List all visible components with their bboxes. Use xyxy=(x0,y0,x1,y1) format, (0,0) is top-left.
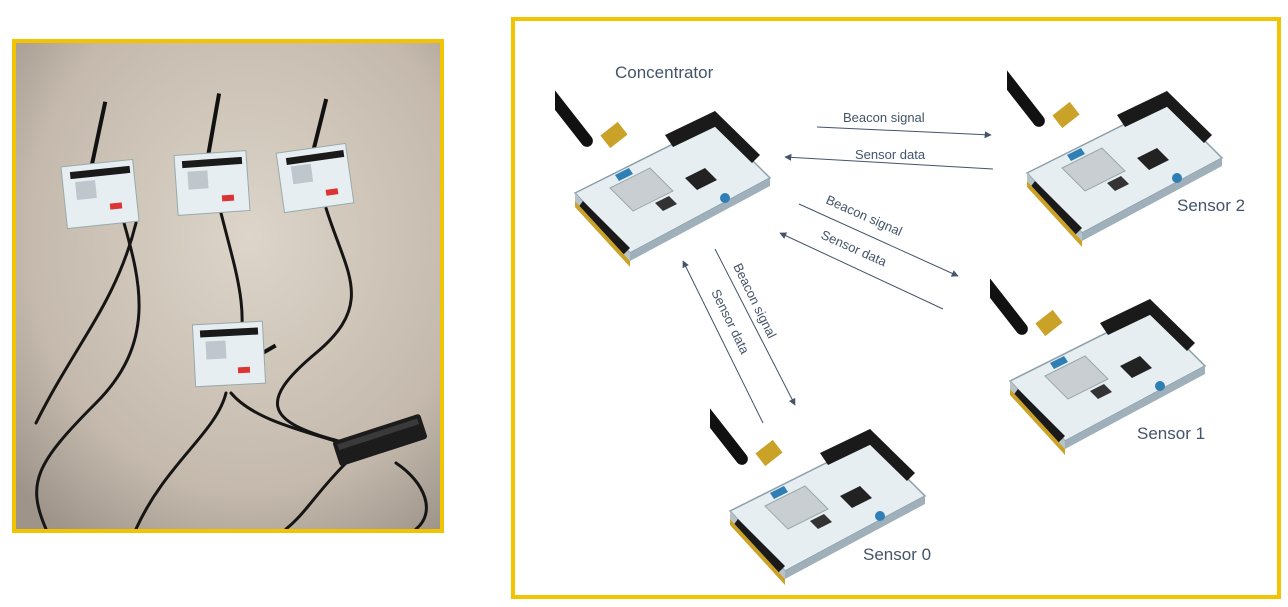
beacon-label-sensor2: Beacon signal xyxy=(843,110,925,125)
sensor0-label: Sensor 0 xyxy=(863,545,931,564)
data-arrow-sensor2 xyxy=(784,153,994,170)
data-arrow-sensor0 xyxy=(682,260,764,424)
photo-panel xyxy=(12,39,444,533)
usb-cables xyxy=(34,206,428,529)
diagram-panel: Concentrator Sensor 2 Sensor 1 Sensor 0 … xyxy=(511,17,1281,599)
data-label-sensor1: Sensor data xyxy=(819,227,890,270)
sensor2-label: Sensor 2 xyxy=(1177,196,1245,215)
photo-board-4 xyxy=(191,320,277,388)
beacon-arrow-sensor1 xyxy=(798,203,959,277)
photo-board-3 xyxy=(275,98,355,214)
photo-board-2 xyxy=(173,93,251,216)
setup-photo xyxy=(16,43,440,529)
network-diagram: Concentrator Sensor 2 Sensor 1 Sensor 0 … xyxy=(555,63,1245,586)
sensor1-label: Sensor 1 xyxy=(1137,424,1205,443)
photo-board-1 xyxy=(60,101,140,230)
sensor2-board xyxy=(1007,65,1223,248)
concentrator-label: Concentrator xyxy=(615,63,714,82)
table-surface xyxy=(16,43,440,529)
data-label-sensor2: Sensor data xyxy=(855,147,926,162)
beacon-arrow-sensor0 xyxy=(714,248,796,406)
beacon-arrow-sensor2 xyxy=(816,126,992,139)
data-arrow-sensor1 xyxy=(779,232,944,310)
usb-hub xyxy=(333,414,427,466)
concentrator-board xyxy=(555,85,771,268)
